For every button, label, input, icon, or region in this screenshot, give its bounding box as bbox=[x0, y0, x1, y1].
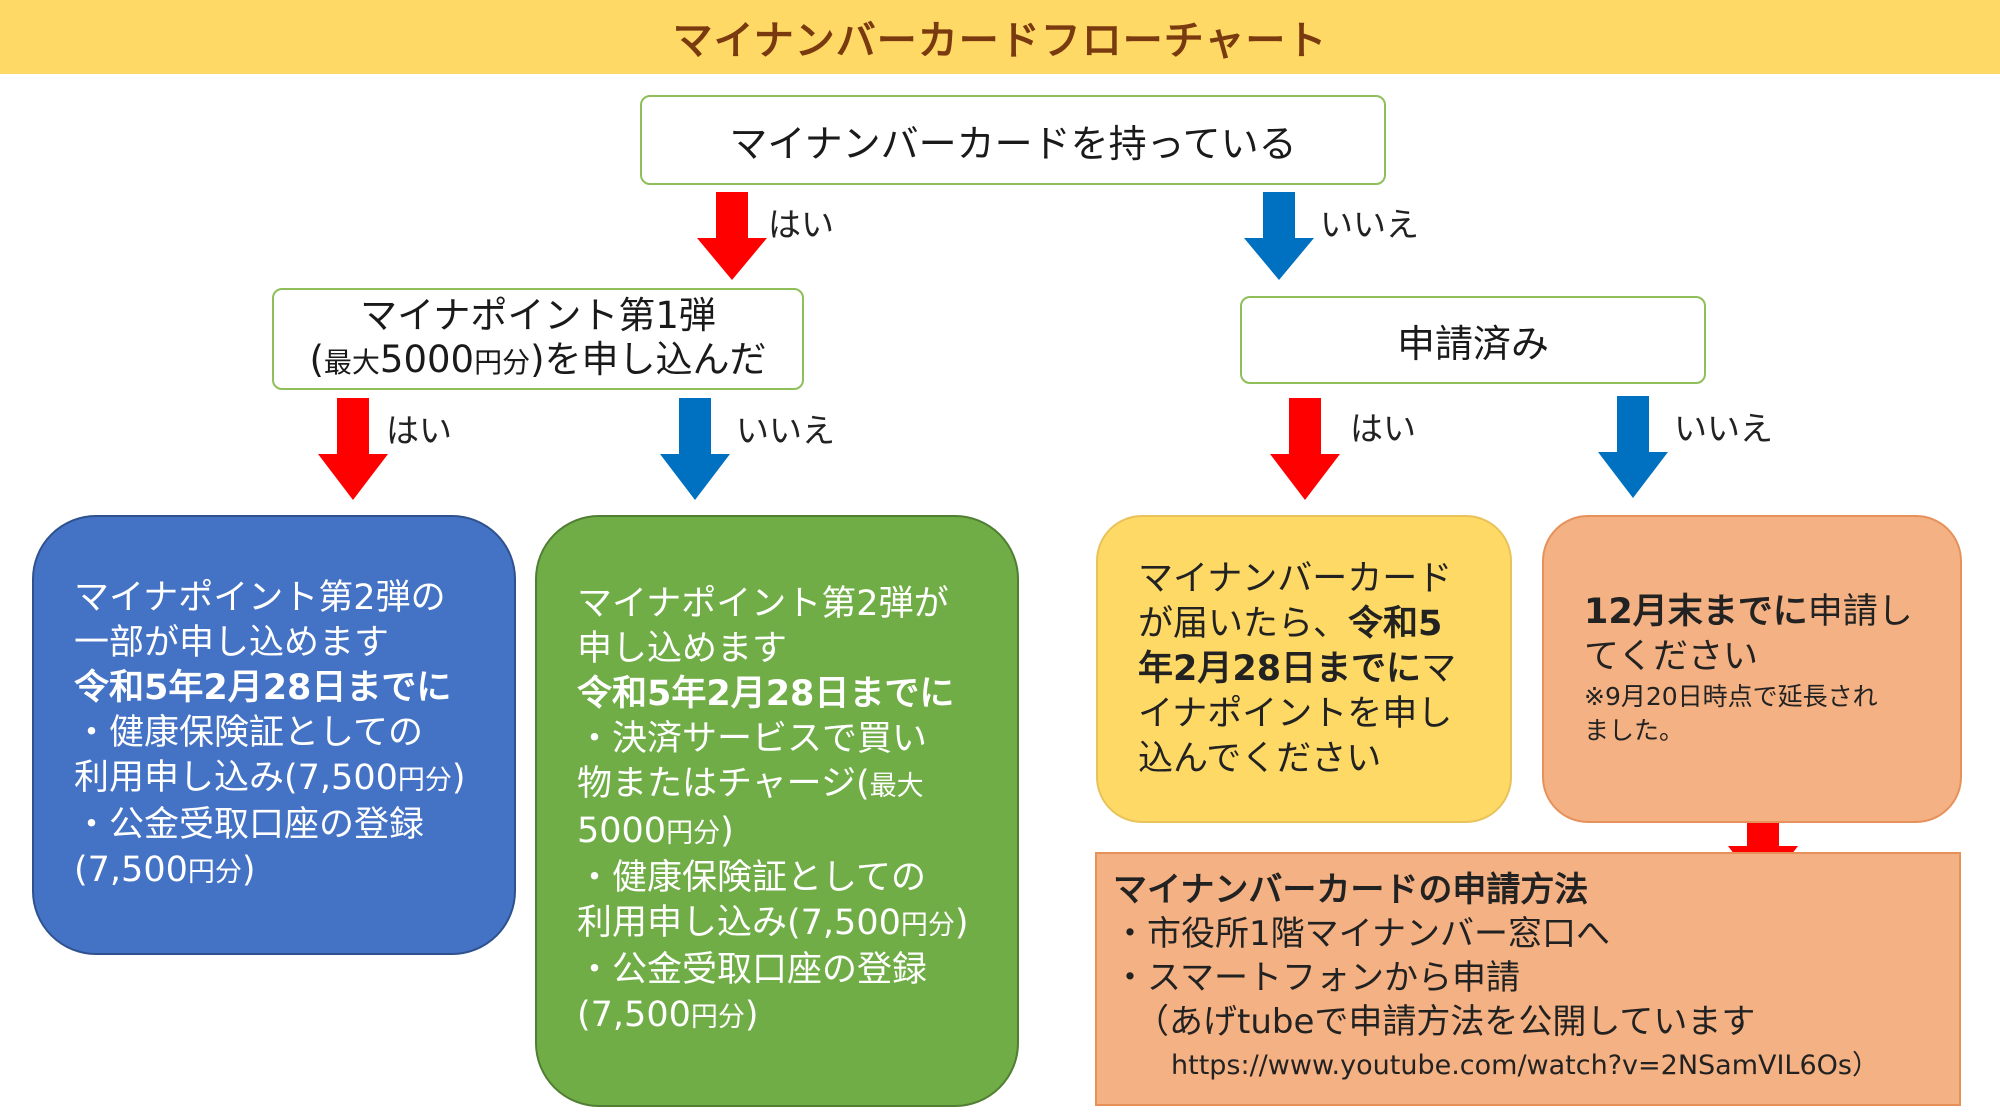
question-point-phase1: マイナポイント第1弾 (最大5000円分)を申し込んだ bbox=[272, 288, 804, 390]
youtube-link[interactable]: https://www.youtube.com/watch?v=2NSamVIL… bbox=[1171, 1050, 1879, 1081]
question-point-phase1-line2: (最大5000円分)を申し込んだ bbox=[309, 337, 767, 381]
method-item-smartphone: ・スマートフォンから申請 bbox=[1113, 958, 1520, 998]
result-card-arrival: マイナンバーカード が届いたら、令和5 年2月28日までにマ イナポイントを申し… bbox=[1096, 515, 1512, 823]
extension-note: ※9月20日時点で延長され bbox=[1584, 682, 1878, 711]
label-yes-2: はい bbox=[386, 411, 452, 450]
arrow-no-2 bbox=[660, 398, 730, 500]
deadline-text: 令和5年2月28日までに bbox=[74, 667, 452, 708]
label-no-3: いいえ bbox=[1674, 409, 1773, 448]
question-has-card: マイナンバーカードを持っている bbox=[640, 95, 1386, 185]
application-method-box: マイナンバーカードの申請方法 ・市役所1階マイナンバー窓口へ ・スマートフォンか… bbox=[1095, 852, 1961, 1106]
arrow-no-3 bbox=[1598, 396, 1668, 498]
question-applied: 申請済み bbox=[1240, 296, 1706, 384]
label-yes-3: はい bbox=[1350, 409, 1416, 448]
title-bar: マイナンバーカードフローチャート bbox=[0, 0, 2000, 74]
arrow-no-1 bbox=[1244, 192, 1314, 280]
question-has-card-text: マイナンバーカードを持っている bbox=[729, 121, 1297, 166]
label-no-1: いいえ bbox=[1320, 205, 1419, 244]
method-heading: マイナンバーカードの申請方法 bbox=[1113, 870, 1589, 910]
result-phase2-partial: マイナポイント第2弾の 一部が申し込めます 令和5年2月28日までに ・健康保険… bbox=[32, 515, 516, 955]
deadline-text: 令和5年2月28日までに bbox=[577, 674, 955, 714]
result-apply-by-december: 12月末までに申請し てください ※9月20日時点で延長され ました。 bbox=[1542, 515, 1962, 823]
label-no-2: いいえ bbox=[736, 411, 835, 450]
label-yes-1: はい bbox=[768, 205, 834, 244]
method-item-agetube: （あげtubeで申請方法を公開しています bbox=[1135, 1002, 1756, 1042]
method-item-city-hall: ・市役所1階マイナンバー窓口へ bbox=[1113, 914, 1610, 954]
page-title: マイナンバーカードフローチャート bbox=[672, 18, 1328, 64]
result-phase2-full: マイナポイント第2弾が 申し込めます 令和5年2月28日までに ・決済サービスで… bbox=[535, 515, 1019, 1107]
question-point-phase1-line1: マイナポイント第1弾 bbox=[360, 293, 716, 337]
question-applied-text: 申請済み bbox=[1396, 321, 1549, 366]
arrow-yes-2 bbox=[318, 398, 388, 500]
arrow-yes-3 bbox=[1270, 398, 1340, 500]
arrow-yes-1 bbox=[697, 192, 767, 280]
